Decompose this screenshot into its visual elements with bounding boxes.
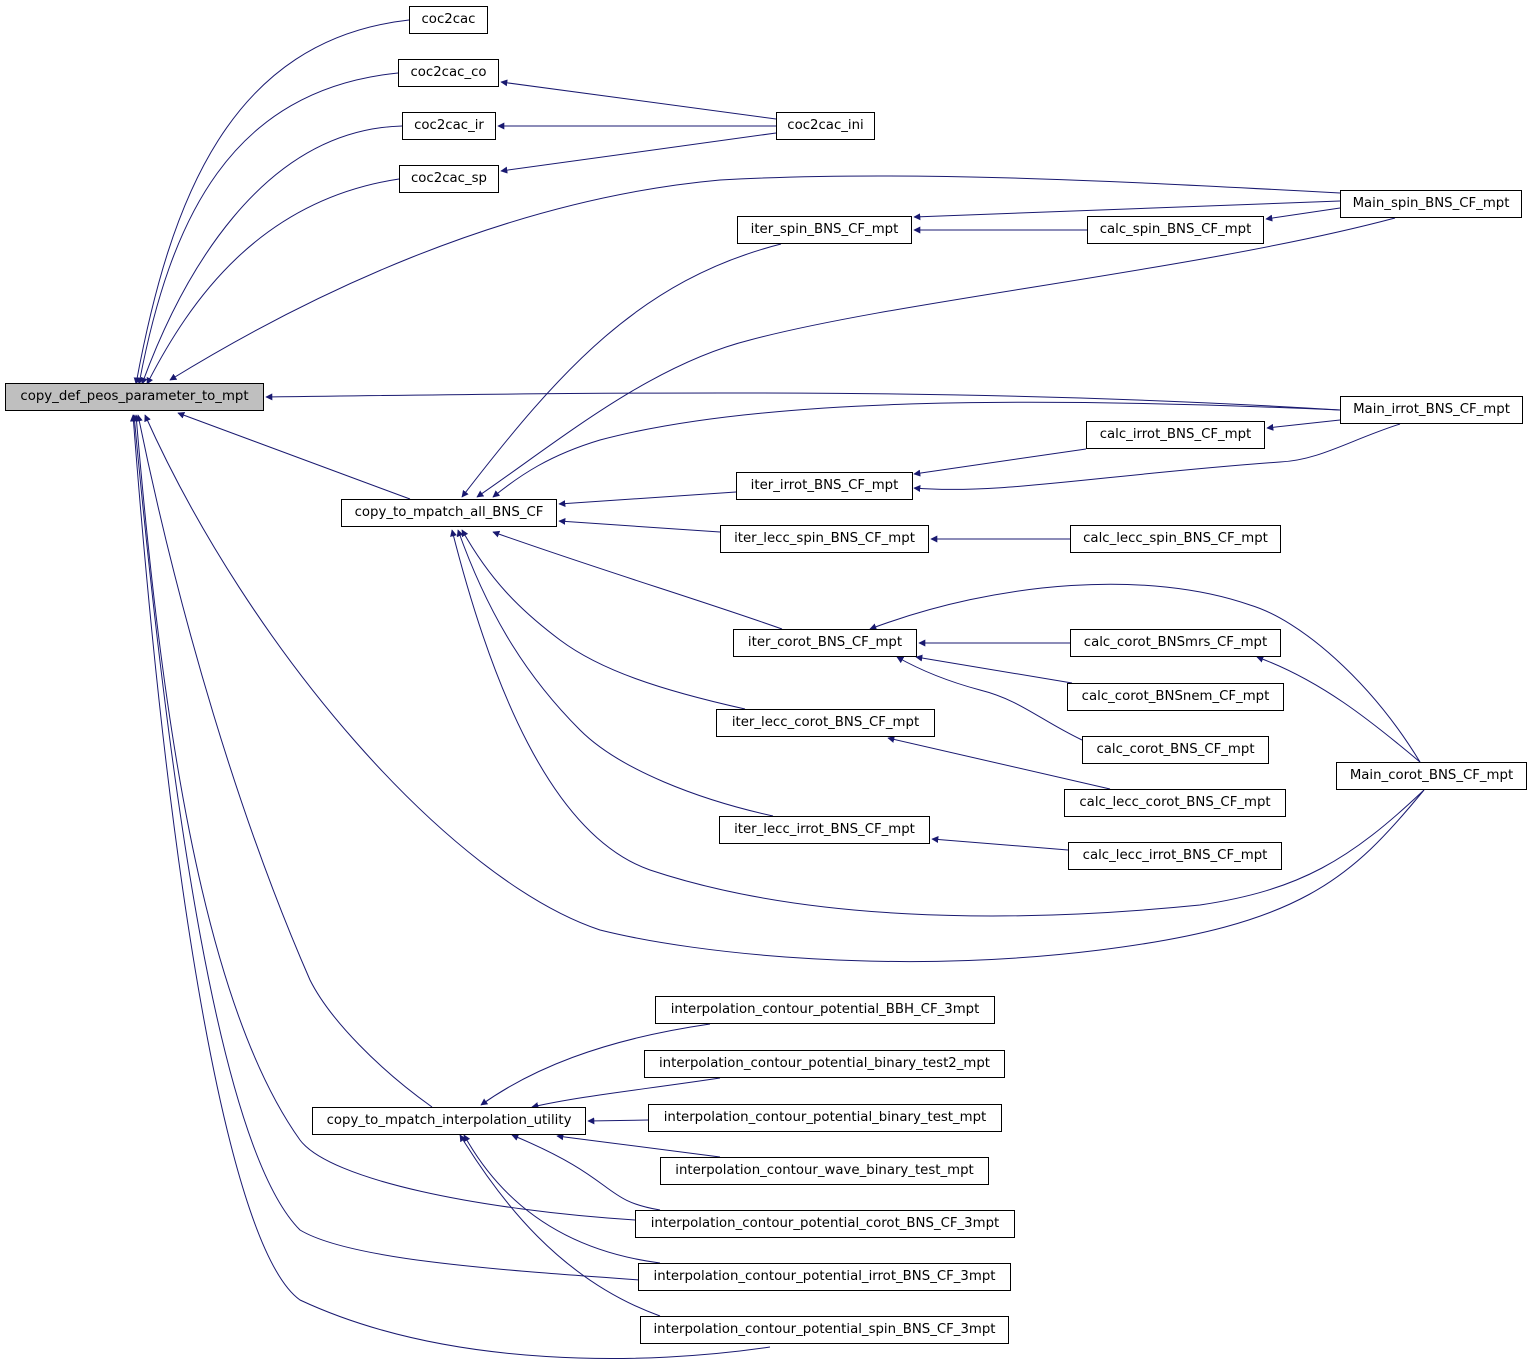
node-copy-def-peos-parameter-to-mpt: copy_def_peos_parameter_to_mpt bbox=[5, 383, 264, 411]
node-calc-corot-bns-cf-mpt[interactable]: calc_corot_BNS_CF_mpt bbox=[1082, 736, 1269, 764]
node-calc-corot-bnsnem-cf-mpt[interactable]: calc_corot_BNSnem_CF_mpt bbox=[1067, 683, 1284, 711]
edge-main_corot_bns_cf_mpt-to-iter_corot_bns_cf_mpt bbox=[869, 583, 1421, 763]
edge-interp_bbh_cf_3mpt-to-copy_to_mpatch_interpolation_utility bbox=[480, 1023, 711, 1106]
edge-main_irrot_bns_cf_mpt-to-iter_irrot_bns_cf_mpt bbox=[913, 448, 1087, 477]
edge-iter_spin_bns_cf_mpt-to-copy_to_mpatch_all_bns_cf bbox=[461, 243, 782, 498]
edge-copy_to_mpatch_interpolation_utility-to-copy_def_peos_parameter_to_mpt bbox=[135, 414, 433, 1108]
edge-interp_irrot_bns_cf_3mpt-to-copy_to_mpatch_interpolation_utility bbox=[463, 1134, 661, 1264]
edge-main_corot_bns_cf_mpt-to-copy_def_peos_parameter_to_mpt bbox=[144, 414, 1425, 962]
edge-calc_corot_bnsnem_cf_mpt-to-iter_corot_bns_cf_mpt bbox=[915, 654, 1073, 684]
edge-main_spin_bns_cf_mpt-to-iter_spin_bns_cf_mpt bbox=[913, 200, 1341, 221]
node-coc2cac-ini[interactable]: coc2cac_ini bbox=[776, 112, 875, 140]
node-main-irrot-bns-cf-mpt[interactable]: Main_irrot_BNS_CF_mpt bbox=[1340, 396, 1523, 424]
node-copy-to-mpatch-all-bns-cf[interactable]: copy_to_mpatch_all_BNS_CF bbox=[341, 499, 557, 527]
node-interpolation-contour-potential-irrot-bns-cf-3mpt[interactable]: interpolation_contour_potential_irrot_BN… bbox=[638, 1263, 1011, 1291]
node-iter-corot-bns-cf-mpt[interactable]: iter_corot_BNS_CF_mpt bbox=[733, 629, 917, 657]
node-iter-lecc-corot-bns-cf-mpt[interactable]: iter_lecc_corot_BNS_CF_mpt bbox=[716, 709, 935, 737]
edge-calc_irrot_bns_cf_mpt-to-iter_irrot_bns_cf_mpt bbox=[1266, 419, 1341, 431]
edge-iter_lecc_spin_bns_cf_mpt-to-copy_to_mpatch_all_bns_cf bbox=[558, 517, 721, 533]
edge-interp_binary_test_mpt-to-copy_to_mpatch_interpolation_utility bbox=[587, 1117, 649, 1125]
node-calc-lecc-irrot-bns-cf-mpt[interactable]: calc_lecc_irrot_BNS_CF_mpt bbox=[1068, 842, 1282, 870]
node-interpolation-contour-potential-spin-bns-cf-3mpt[interactable]: interpolation_contour_potential_spin_BNS… bbox=[640, 1316, 1009, 1344]
edge-copy_to_mpatch_all_bns_cf-to-copy_def_peos_parameter_to_mpt bbox=[177, 411, 411, 500]
node-interpolation-contour-potential-binary-test-mpt[interactable]: interpolation_contour_potential_binary_t… bbox=[648, 1104, 1002, 1132]
node-coc2cac[interactable]: coc2cac bbox=[409, 6, 488, 34]
edge-main_irrot_bns_cf_mpt-to-copy_def_peos_parameter_to_mpt bbox=[265, 392, 1341, 411]
edge-interp_corot_bns_cf_3mpt-to-copy_def_peos_parameter_to_mpt bbox=[133, 414, 636, 1221]
node-calc-lecc-spin-bns-cf-mpt[interactable]: calc_lecc_spin_BNS_CF_mpt bbox=[1070, 525, 1281, 553]
edge-main_corot_bns_cf_mpt-to-calc_corot_bnsmrs_cf_mpt bbox=[1256, 655, 1421, 763]
edge-main_corot_bns_cf_mpt-to-copy_to_mpatch_all_bns_cf bbox=[450, 529, 1425, 917]
edge-coc2cac-to-copy_def_peos_parameter_to_mpt bbox=[133, 19, 410, 385]
node-interpolation-contour-wave-binary-test-mpt[interactable]: interpolation_contour_wave_binary_test_m… bbox=[660, 1157, 989, 1185]
node-interpolation-contour-potential-corot-bns-cf-3mpt[interactable]: interpolation_contour_potential_corot_BN… bbox=[635, 1210, 1015, 1238]
edge-interp_spin_bns_cf_3mpt-to-copy_to_mpatch_interpolation_utility bbox=[459, 1134, 661, 1317]
edge-coc2cac_co-to-copy_def_peos_parameter_to_mpt bbox=[136, 72, 399, 385]
node-coc2cac-co[interactable]: coc2cac_co bbox=[398, 59, 499, 87]
edge-coc2cac_ir-to-copy_def_peos_parameter_to_mpt bbox=[140, 125, 403, 385]
edge-iter_irrot_bns_cf_mpt-to-copy_to_mpatch_all_bns_cf bbox=[558, 491, 737, 508]
node-main-corot-bns-cf-mpt[interactable]: Main_corot_BNS_CF_mpt bbox=[1336, 762, 1527, 790]
node-calc-spin-bns-cf-mpt[interactable]: calc_spin_BNS_CF_mpt bbox=[1087, 216, 1264, 244]
node-coc2cac-ir[interactable]: coc2cac_ir bbox=[402, 112, 496, 140]
edge-main_irrot_bns_cf_mpt-to-copy_to_mpatch_all_bns_cf bbox=[492, 401, 1341, 498]
node-interpolation-contour-potential-binary-test2-mpt[interactable]: interpolation_contour_potential_binary_t… bbox=[644, 1050, 1005, 1078]
edge-calc_corot_bns_cf_mpt-to-iter_corot_bns_cf_mpt bbox=[896, 656, 1083, 741]
edge-coc2cac_sp-to-copy_def_peos_parameter_to_mpt bbox=[146, 178, 400, 385]
edge-main_spin_bns_cf_mpt-to-calc_spin_bns_cf_mpt bbox=[1265, 207, 1341, 222]
node-iter-irrot-bns-cf-mpt[interactable]: iter_irrot_BNS_CF_mpt bbox=[736, 472, 913, 500]
node-main-spin-bns-cf-mpt[interactable]: Main_spin_BNS_CF_mpt bbox=[1340, 190, 1522, 218]
node-calc-corot-bnsmrs-cf-mpt[interactable]: calc_corot_BNSmrs_CF_mpt bbox=[1070, 629, 1281, 657]
node-calc-lecc-corot-bns-cf-mpt[interactable]: calc_lecc_corot_BNS_CF_mpt bbox=[1064, 789, 1286, 817]
edge-coc2cac_ini-to-coc2cac_co bbox=[500, 79, 777, 120]
node-iter-lecc-irrot-bns-cf-mpt[interactable]: iter_lecc_irrot_BNS_CF_mpt bbox=[719, 816, 930, 844]
edge-interp_irrot_bns_cf_3mpt-to-copy_def_peos_parameter_to_mpt bbox=[131, 414, 641, 1281]
edge-main_spin_bns_cf_mpt-to-copy_def_peos_parameter_to_mpt bbox=[169, 175, 1341, 381]
edge-interp_spin_bns_cf_3mpt-to-copy_def_peos_parameter_to_mpt bbox=[129, 414, 771, 1359]
edge-interp_binary_test2_mpt-to-copy_to_mpatch_interpolation_utility bbox=[531, 1077, 721, 1110]
edge-calc_lecc_corot_bns_cf_mpt-to-iter_lecc_corot_bns_cf_mpt bbox=[887, 735, 1111, 790]
node-coc2cac-sp[interactable]: coc2cac_sp bbox=[399, 165, 499, 193]
edge-main_irrot_bns_cf_mpt-to-calc_irrot_bns_cf_mpt bbox=[913, 423, 1401, 492]
edge-interp_corot_bns_cf_3mpt-to-copy_to_mpatch_interpolation_utility bbox=[511, 1134, 661, 1211]
node-iter-lecc-spin-bns-cf-mpt[interactable]: iter_lecc_spin_BNS_CF_mpt bbox=[720, 525, 929, 553]
edge-iter_lecc_corot_bns_cf_mpt-to-copy_to_mpatch_all_bns_cf bbox=[461, 529, 746, 710]
edge-main_spin_bns_cf_mpt-to-copy_to_mpatch_all_bns_cf bbox=[476, 217, 1396, 498]
edge-iter_corot_bns_cf_mpt-to-copy_to_mpatch_all_bns_cf bbox=[492, 530, 783, 630]
edge-iter_lecc_irrot_bns_cf_mpt-to-copy_to_mpatch_all_bns_cf bbox=[456, 529, 774, 817]
edge-calc_lecc_irrot_bns_cf_mpt-to-iter_lecc_irrot_bns_cf_mpt bbox=[931, 836, 1069, 851]
node-iter-spin-bns-cf-mpt[interactable]: iter_spin_BNS_CF_mpt bbox=[737, 216, 912, 244]
node-calc-irrot-bns-cf-mpt[interactable]: calc_irrot_BNS_CF_mpt bbox=[1086, 421, 1265, 449]
node-copy-to-mpatch-interpolation-utility[interactable]: copy_to_mpatch_interpolation_utility bbox=[312, 1107, 586, 1135]
node-interpolation-contour-potential-bbh-cf-3mpt[interactable]: interpolation_contour_potential_BBH_CF_3… bbox=[655, 996, 995, 1024]
edge-interp_wave_binary_test_mpt-to-copy_to_mpatch_interpolation_utility bbox=[556, 1133, 721, 1158]
edge-coc2cac_ini-to-coc2cac_sp bbox=[500, 132, 777, 174]
